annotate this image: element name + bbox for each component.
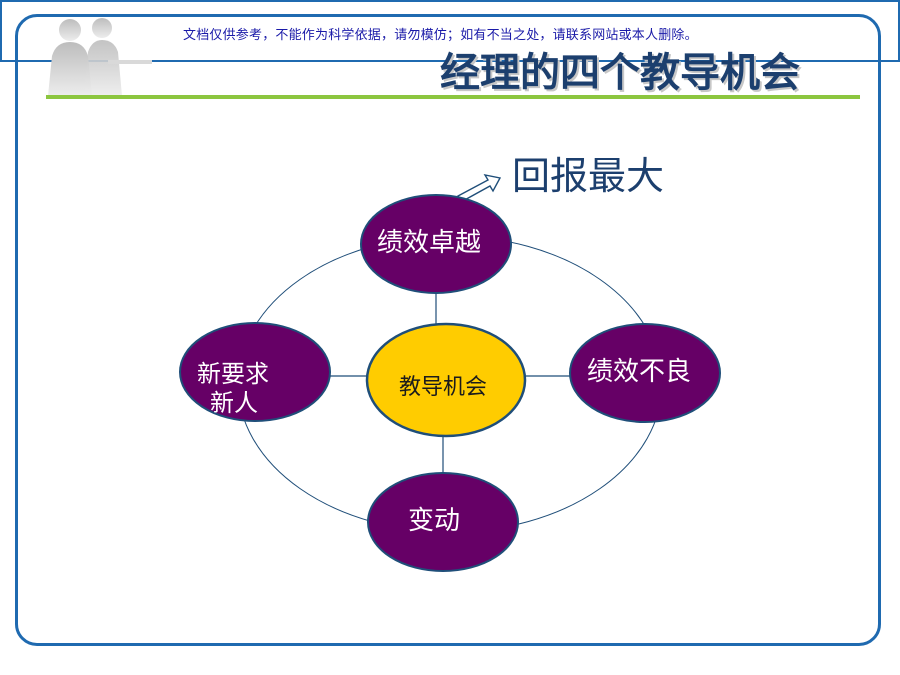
- node-top-label: 绩效卓越: [377, 228, 482, 258]
- watermark-text: 文档仅供参考，不能作为科学依据，请勿模仿；如有不当之处，请联系网站或本人删除。: [183, 28, 698, 43]
- node-bottom-label: 变动: [408, 506, 461, 536]
- header-band: [0, 0, 900, 62]
- slide-frame: [15, 14, 881, 646]
- node-center-label: 教导机会: [399, 375, 488, 400]
- node-bottom-shape: [367, 472, 519, 572]
- node-top-shape: [360, 194, 512, 294]
- node-center-shape: [365, 322, 527, 438]
- node-left-label-line2: 新人: [210, 389, 258, 417]
- slide-title: 经理的四个教导机会: [440, 50, 800, 96]
- node-right-label: 绩效不良: [587, 357, 692, 387]
- reward-label: 回报最大: [512, 154, 665, 198]
- people-silhouette-icon: [48, 18, 152, 96]
- node-right-shape: [569, 323, 721, 423]
- node-left-shape: [179, 322, 331, 422]
- node-left-label-line1: 新要求: [197, 360, 269, 388]
- title-underline: [46, 95, 860, 99]
